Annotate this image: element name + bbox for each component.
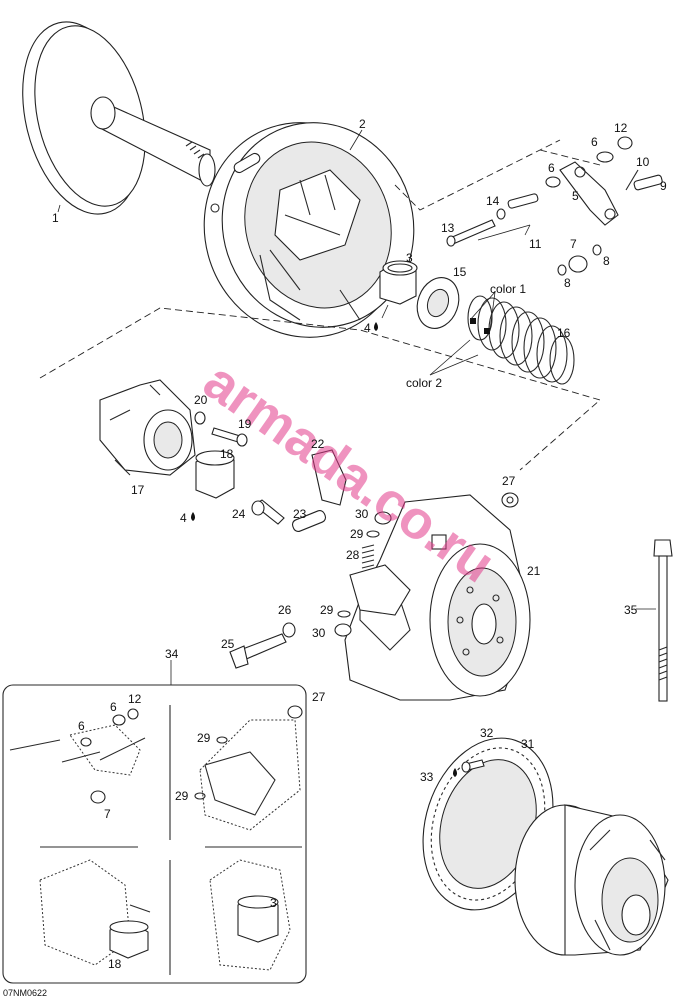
part-28-spring — [361, 544, 375, 569]
part-21-governor — [344, 494, 531, 701]
assembly-outline-middle — [39, 307, 601, 471]
callout-18: 18 — [220, 447, 234, 461]
callout-6: 6 — [548, 161, 555, 175]
callout-2: 2 — [359, 117, 366, 131]
callout-4: 4 — [364, 321, 371, 335]
assembly-outline-upper — [394, 139, 601, 211]
part-15-washer — [416, 277, 460, 329]
part-23-pin — [291, 510, 327, 532]
flywheel-drum — [514, 804, 669, 956]
part-12-nut — [617, 136, 633, 150]
part-8-washer — [557, 244, 602, 276]
label-color-2: color 2 — [406, 376, 442, 390]
callout-30: 30 — [312, 626, 326, 640]
callout-7: 7 — [104, 807, 111, 821]
callout-31: 31 — [521, 737, 535, 751]
part-17-cam — [99, 379, 196, 476]
callout-17: 17 — [131, 483, 145, 497]
callout-35: 35 — [624, 603, 638, 617]
callout-19: 19 — [238, 417, 252, 431]
governor-arm — [349, 564, 411, 616]
callout-28: 28 — [346, 548, 360, 562]
part-29-clip — [337, 530, 380, 618]
callout-33: 33 — [420, 770, 434, 784]
callout-29: 29 — [320, 603, 334, 617]
part-9-pin — [633, 174, 663, 191]
callout-27: 27 — [502, 474, 516, 488]
callout-18: 18 — [108, 957, 122, 971]
callout-30: 30 — [355, 507, 369, 521]
callout-15: 15 — [453, 265, 467, 279]
callout-25: 25 — [221, 637, 235, 651]
part-22-slider — [311, 449, 347, 506]
part-3-bushing — [379, 260, 418, 319]
inset-panel-34 — [2, 660, 307, 984]
oil-drop-icon — [453, 768, 457, 777]
callout-9: 9 — [660, 179, 667, 193]
part-13-bolt — [446, 219, 496, 247]
callout-13: 13 — [441, 221, 455, 235]
part-19-screw — [211, 427, 248, 447]
part-14-washer — [496, 193, 539, 220]
callout-24: 24 — [232, 507, 246, 521]
callout-1: 1 — [52, 211, 59, 225]
callout-20: 20 — [194, 393, 208, 407]
part-27-nut — [501, 492, 519, 508]
callout-22: 22 — [311, 437, 325, 451]
callout-29: 29 — [175, 789, 189, 803]
oil-drop-icon — [374, 322, 378, 331]
oil-drop-icon — [191, 512, 195, 521]
part-24-bolt — [251, 499, 285, 525]
callout-11: 11 — [529, 237, 542, 251]
callout-6: 6 — [78, 719, 85, 733]
part-6-bushing — [545, 151, 614, 188]
callout-21: 21 — [527, 564, 541, 578]
callout-23: 23 — [293, 507, 307, 521]
callout-34: 34 — [165, 647, 179, 661]
callout-29: 29 — [350, 527, 364, 541]
callout-5: 5 — [572, 189, 579, 203]
part-32-screw — [461, 759, 485, 773]
label-color-1: color 1 — [490, 282, 526, 296]
callout-8: 8 — [603, 254, 610, 268]
callout-8: 8 — [564, 276, 571, 290]
callout-7: 7 — [570, 237, 577, 251]
part-1-fixed-sheave — [22, 21, 216, 215]
part-25-bolt — [229, 633, 287, 669]
callout-12: 12 — [128, 692, 142, 706]
part-5-lever-arm — [559, 161, 619, 226]
callout-29: 29 — [197, 731, 211, 745]
part-2-sliding-sheave — [203, 122, 415, 338]
part-10-pin — [625, 169, 639, 191]
callout-27: 27 — [312, 690, 326, 704]
callout-4: 4 — [180, 511, 187, 525]
callout-6: 6 — [110, 700, 117, 714]
callout-3: 3 — [270, 896, 277, 910]
callout-14: 14 — [486, 194, 500, 208]
callout-3: 3 — [406, 251, 413, 265]
drawing-id: 07NM0622 — [3, 988, 47, 998]
part-26-washer — [282, 622, 296, 638]
part-18-bushing — [195, 450, 235, 499]
callout-10: 10 — [636, 155, 650, 169]
part-7-roller — [568, 255, 588, 273]
part-16-spring — [467, 295, 575, 385]
part-20-washer — [194, 411, 206, 425]
part-30-bushing — [334, 511, 392, 637]
callout-6: 6 — [591, 135, 598, 149]
callout-26: 26 — [278, 603, 292, 617]
callout-12: 12 — [614, 121, 628, 135]
callout-32: 32 — [480, 726, 494, 740]
part-35-long-bolt — [636, 539, 673, 702]
callout-16: 16 — [557, 326, 571, 340]
